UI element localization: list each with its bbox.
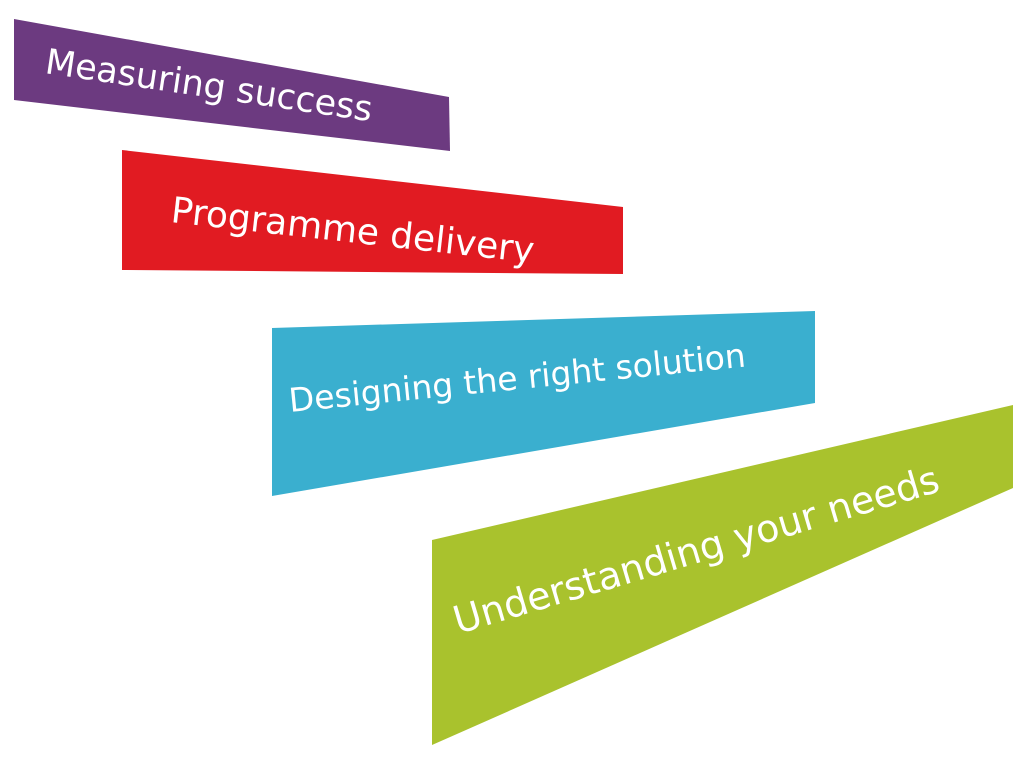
step-programme-delivery: Programme delivery [122,150,623,274]
step-band-programme-delivery [122,150,623,274]
step-band-measuring-success [14,19,450,151]
step-measuring-success: Measuring success [14,19,450,151]
step-understanding-your-needs: Understanding your needs [432,405,1013,745]
step-band-understanding-your-needs [432,405,1013,745]
step-designing-the-right-solution: Designing the right solution [272,311,815,496]
step-band-designing-the-right-solution [272,311,815,496]
